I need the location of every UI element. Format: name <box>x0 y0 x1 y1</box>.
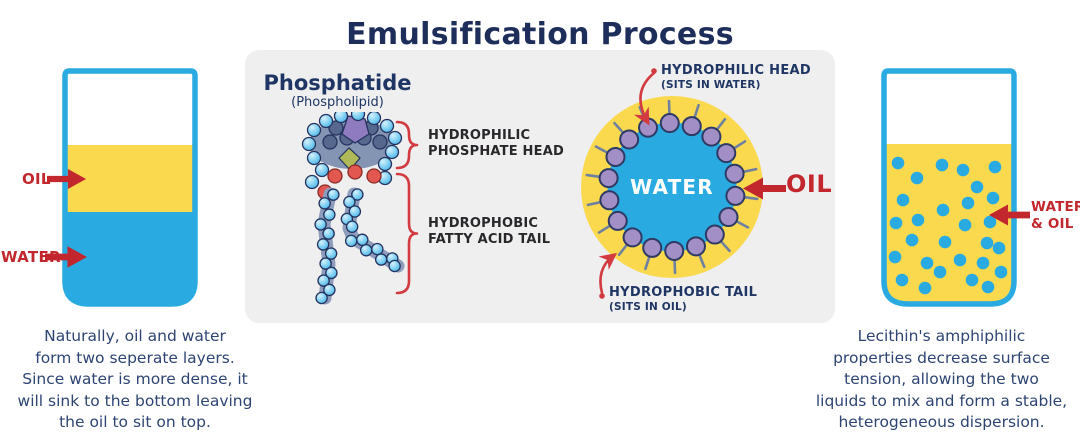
water-label: WATER <box>1 248 61 266</box>
hydrophilic-head-label: HYDROPHILIC HEAD <box>661 63 811 78</box>
dispersed-water-droplets <box>888 156 1008 295</box>
phosphatide-title: Phosphatide <box>263 71 412 95</box>
oxygen-bead <box>366 168 382 184</box>
water-layer <box>65 212 195 304</box>
water-arrow-icon <box>45 246 88 268</box>
hydrophilic-head-sublabel: (SITS IN WATER) <box>661 79 761 91</box>
micelle-oil-arrow-icon <box>743 177 786 200</box>
head-circles <box>598 113 746 261</box>
phosphate-head-label: HYDROPHILIC PHOSPHATE HEAD <box>428 128 564 159</box>
beaker-outline <box>881 68 1017 307</box>
hydrophobic-tail-label: HYDROPHOBIC TAIL <box>609 285 758 300</box>
micelle-diagram <box>581 96 763 278</box>
oil-label: OIL <box>22 170 51 188</box>
emulsion-beaker <box>881 68 1017 307</box>
water-region <box>607 122 737 252</box>
left-caption: Naturally, oil and water form two sepera… <box>17 327 253 431</box>
phosphatide-subtitle: (Phospholipid) <box>291 95 384 110</box>
fatty-acid-tails <box>314 187 405 305</box>
phosphate-head-cluster <box>301 112 403 200</box>
hydrophobic-tail-sublabel: (SITS IN OIL) <box>609 301 687 313</box>
water-oil-label: WATER & OIL <box>1031 199 1080 232</box>
beaker-outline <box>62 68 198 307</box>
fatty-acid-tail-label: HYDROPHOBIC FATTY ACID TAIL <box>428 216 551 247</box>
oil-arrow-icon <box>47 169 87 189</box>
water-oil-arrow-icon <box>988 204 1030 226</box>
micelle-water-label: WATER <box>630 175 714 199</box>
micelle-oil-label: OIL <box>786 170 833 198</box>
separated-layers-beaker <box>62 68 198 307</box>
right-caption: Lecithin's amphiphilic properties decrea… <box>815 327 1068 431</box>
oil-layer <box>65 145 195 212</box>
page-title: Emulsification Process <box>346 17 734 53</box>
oxygen-bead <box>347 164 363 180</box>
oxygen-bead <box>327 168 343 184</box>
phospholipid-molecule <box>301 112 405 305</box>
